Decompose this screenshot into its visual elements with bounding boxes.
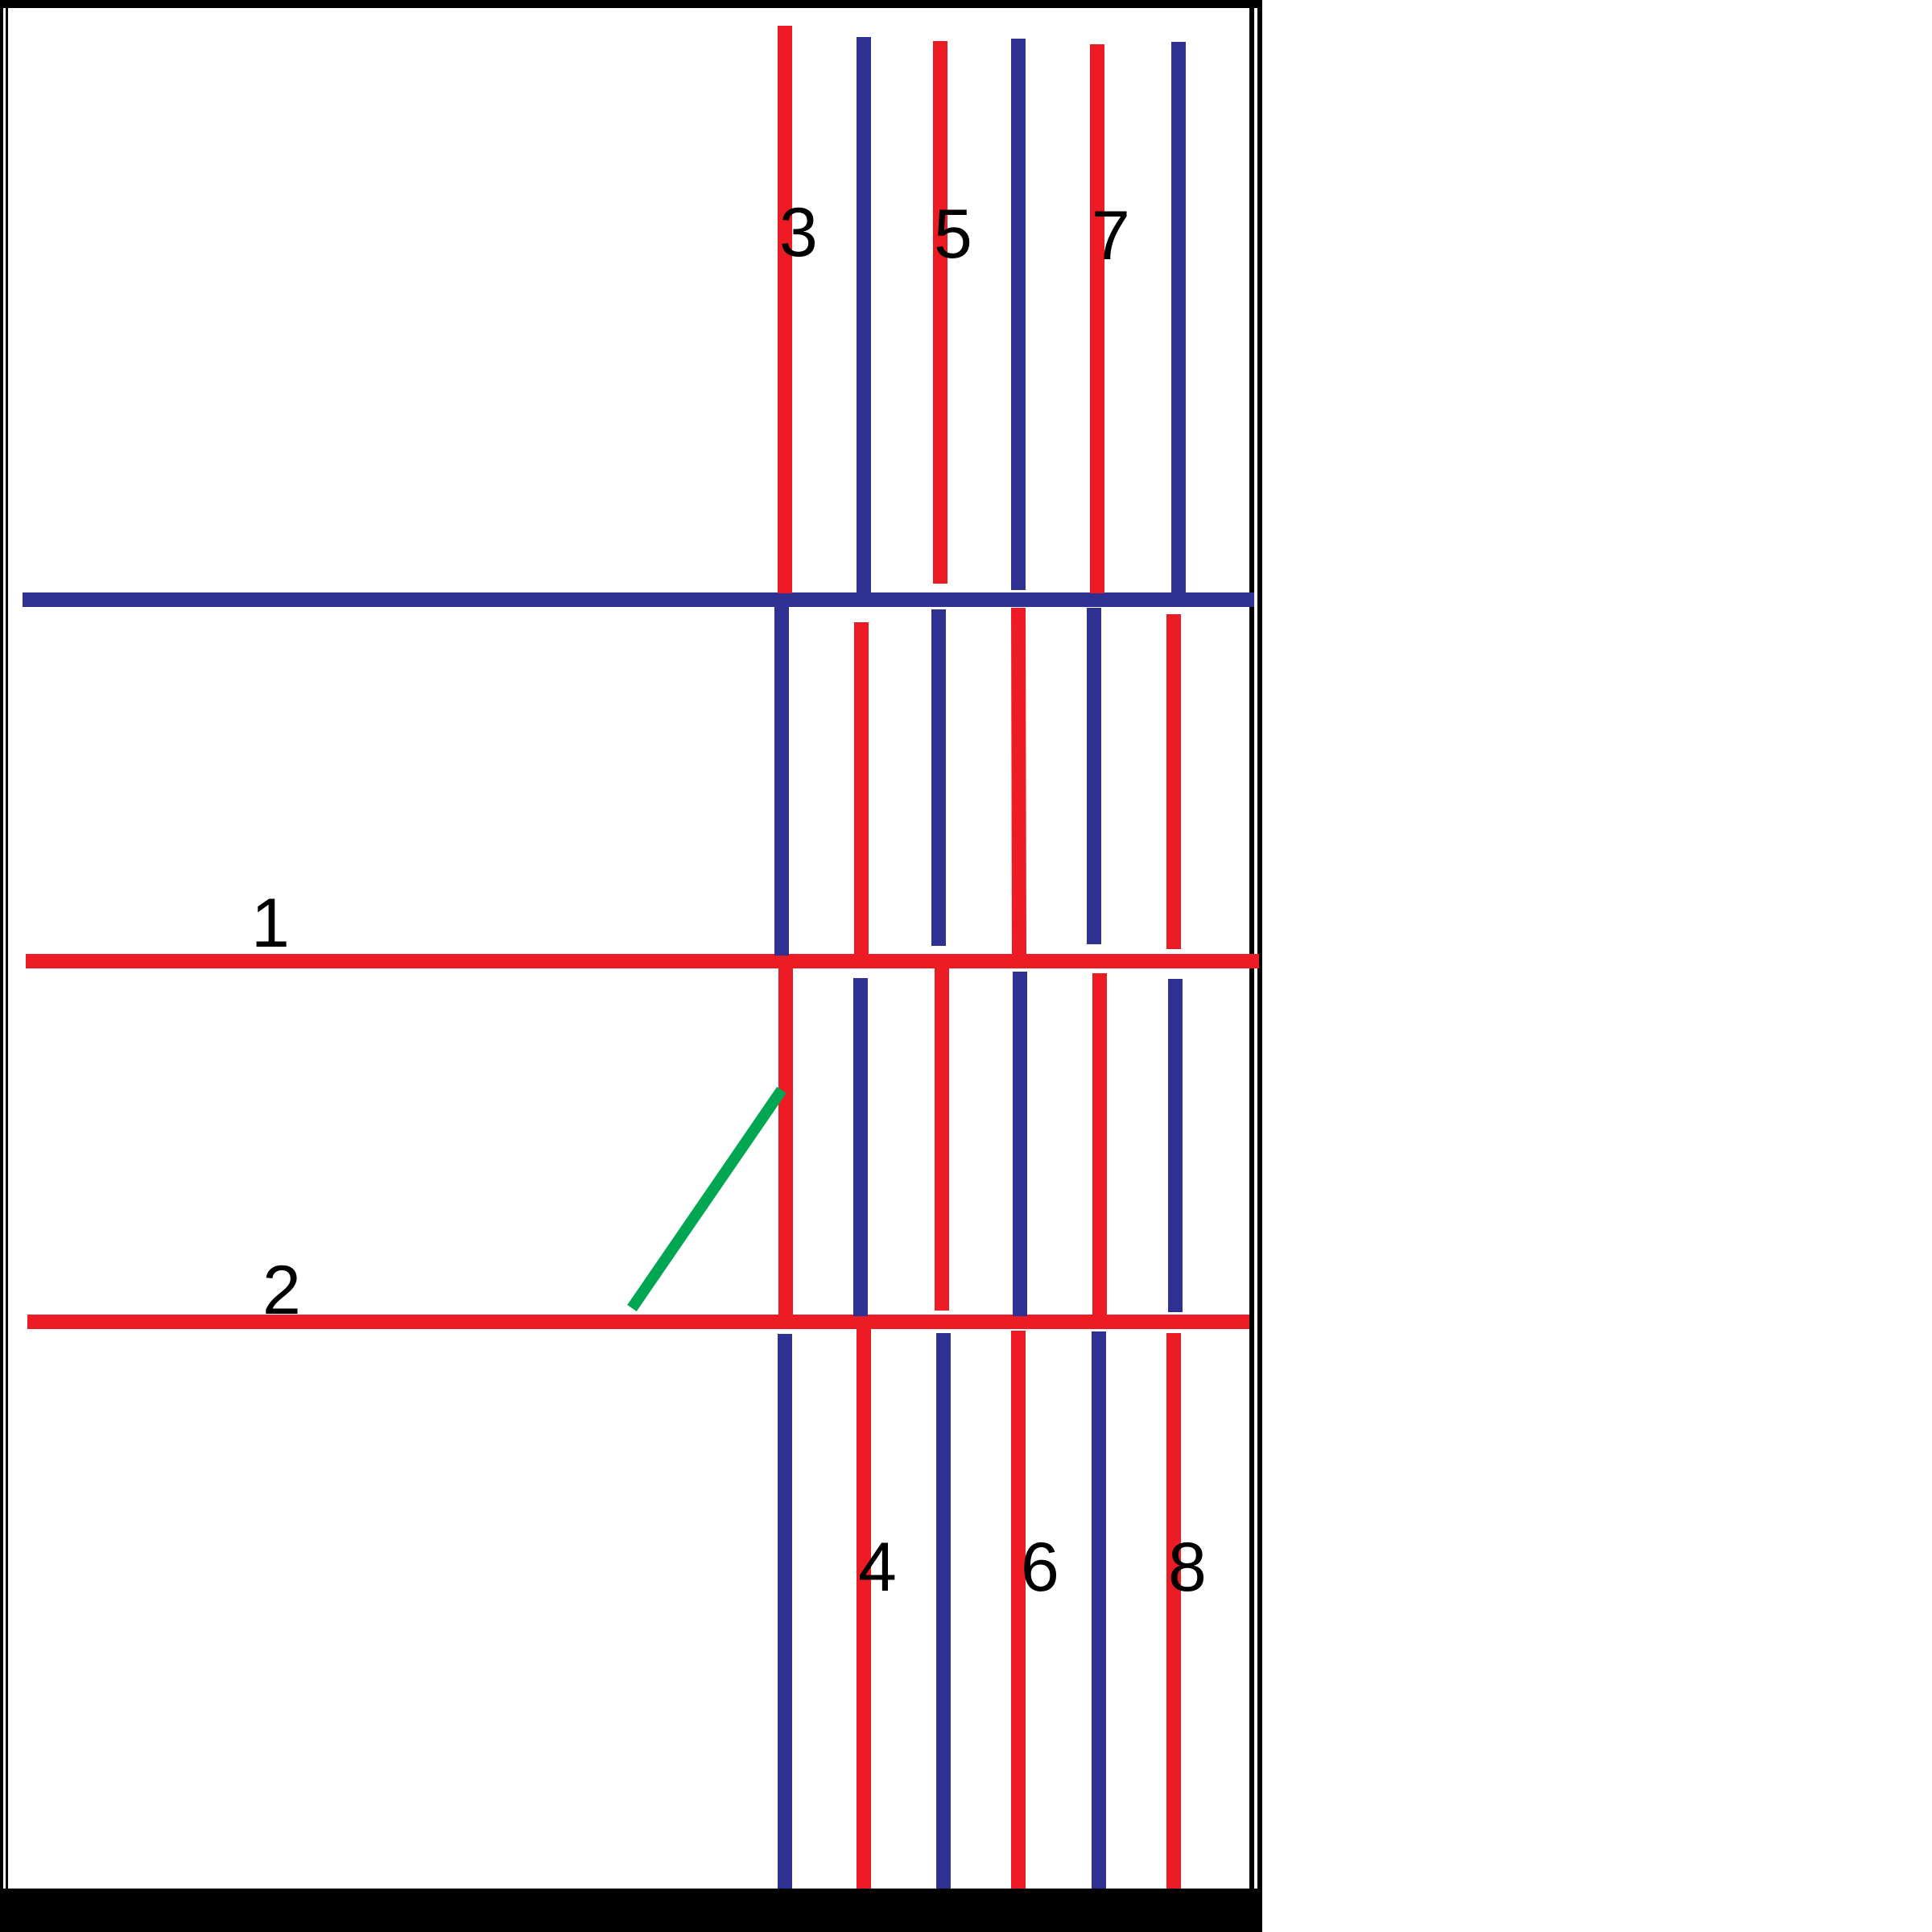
label-5: 5 — [934, 196, 972, 273]
label-8: 8 — [1168, 1529, 1207, 1606]
line-group — [23, 26, 1259, 1889]
label-7: 7 — [1092, 197, 1130, 275]
label-3: 3 — [779, 194, 818, 271]
label-1: 1 — [251, 885, 290, 962]
label-4: 4 — [858, 1529, 897, 1606]
frame-left-outer — [0, 0, 3, 1932]
frame-bottom-bar — [0, 1889, 1262, 1932]
frame-right-outer — [1257, 0, 1262, 1932]
green-diagonal-line — [627, 1087, 786, 1311]
red-vertical-line — [1011, 607, 1026, 956]
frame-top — [0, 0, 1262, 8]
label-2: 2 — [262, 1252, 301, 1329]
label-6: 6 — [1021, 1529, 1059, 1606]
frame-left-inner — [6, 0, 8, 1932]
diagram-canvas: 3 5 7 1 2 4 6 8 — [0, 0, 1262, 1932]
